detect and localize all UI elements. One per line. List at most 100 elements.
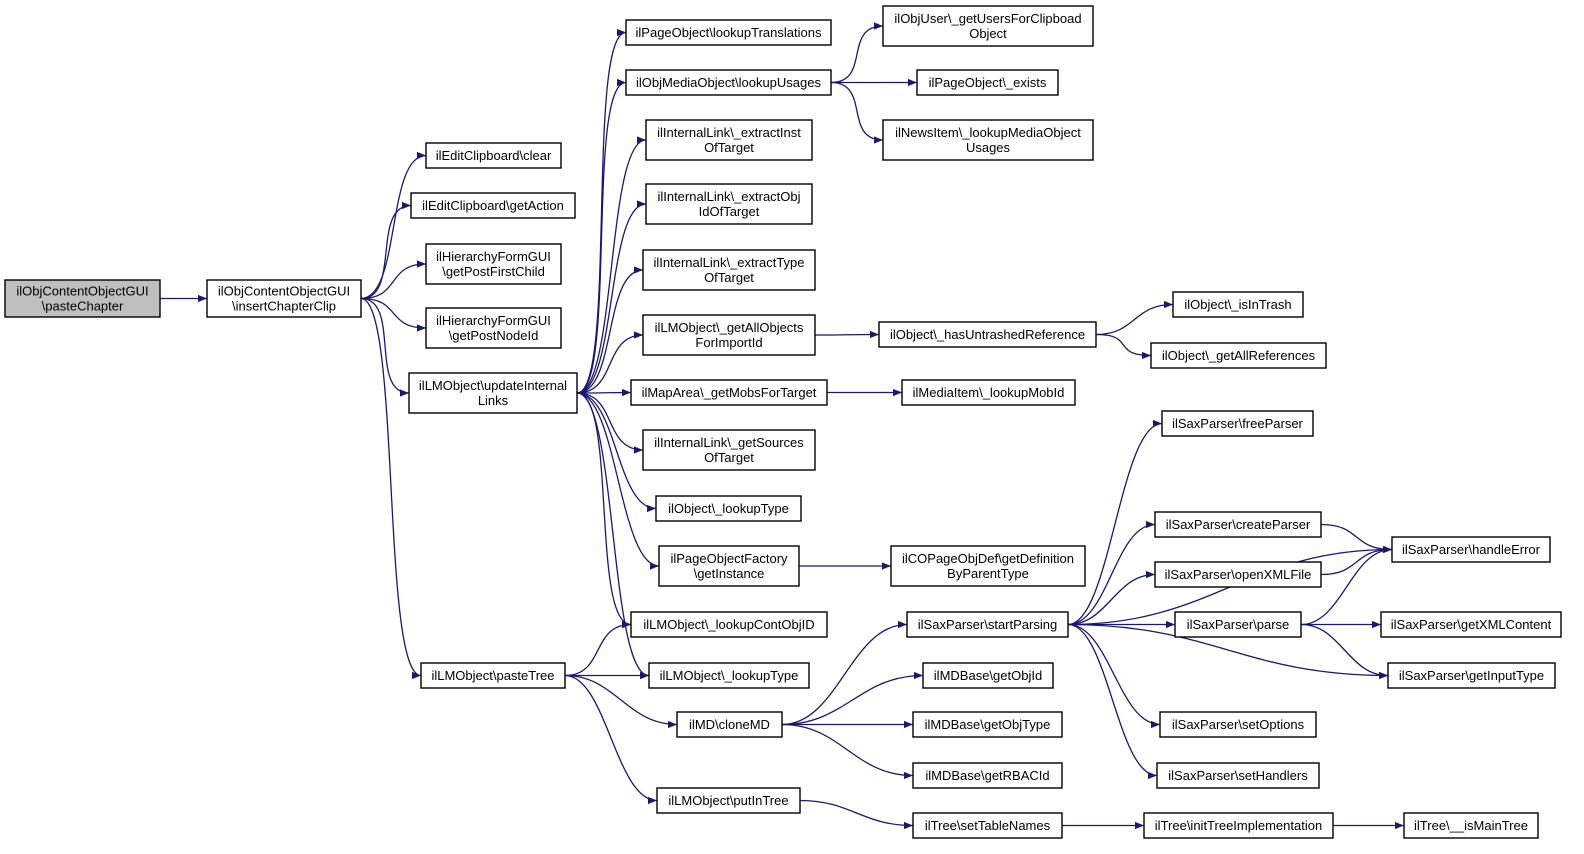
node-box <box>912 711 1063 738</box>
node-label: ilInternalLink\_extractObj <box>657 189 800 204</box>
node-label: ilObject\_lookupType <box>668 501 789 516</box>
node-box <box>645 119 813 161</box>
edge-n8-n19 <box>564 620 632 677</box>
edge-n7-n15 <box>576 388 632 397</box>
node-box <box>916 69 1059 96</box>
node-n43[interactable]: ilSaxParser\handleError <box>1391 536 1551 563</box>
node-n42[interactable]: ilTree\initTreeImplementation <box>1143 812 1334 839</box>
node-label: ilMDBase\getObjType <box>925 717 1051 732</box>
node-box <box>1161 410 1314 437</box>
node-n41[interactable]: ilSaxParser\setHandlers <box>1156 762 1320 789</box>
node-n17[interactable]: ilObject\_lookupType <box>655 495 802 522</box>
node-box <box>410 192 576 219</box>
edge-n7-n17 <box>576 392 657 513</box>
node-n9[interactable]: ilPageObject\lookupTranslations <box>625 19 832 46</box>
node-box <box>425 307 562 349</box>
edge-n2-n3 <box>360 151 427 300</box>
node-box <box>912 762 1063 789</box>
node-label: ilPageObject\lookupTranslations <box>636 25 822 40</box>
node-n21[interactable]: ilMD\cloneMD <box>676 711 783 738</box>
node-box <box>1154 511 1322 538</box>
node-n31[interactable]: ilMDBase\getObjType <box>912 711 1063 738</box>
node-label: ilSaxParser\getInputType <box>1399 668 1544 683</box>
node-box <box>630 611 828 638</box>
node-box <box>206 279 362 318</box>
node-n30[interactable]: ilMDBase\getObjId <box>922 662 1054 689</box>
edge-n29-n37 <box>1067 520 1156 626</box>
node-n29[interactable]: ilSaxParser\startParsing <box>906 611 1069 638</box>
node-n46[interactable]: ilTree\__isMainTree <box>1403 812 1539 839</box>
node-label: ilSaxParser\freeParser <box>1172 416 1303 431</box>
node-n19[interactable]: ilLMObject\_lookupContObjID <box>630 611 828 638</box>
node-n4[interactable]: ilEditClipboard\getAction <box>410 192 576 219</box>
node-label: ilSaxParser\handleError <box>1402 542 1541 557</box>
edge-n21-n32 <box>781 723 914 780</box>
node-n20[interactable]: ilLMObject\_lookupType <box>648 662 810 689</box>
edge-n7-n9 <box>576 28 627 394</box>
edge-n29-n36 <box>1067 419 1163 626</box>
edge-n29-n41 <box>1067 623 1158 780</box>
node-box <box>1150 342 1327 369</box>
node-n45[interactable]: ilSaxParser\getInputType <box>1387 662 1556 689</box>
node-label: Object <box>969 26 1007 41</box>
node-label: ilObject\_hasUntrashedReference <box>890 327 1085 342</box>
node-n1[interactable]: ilObjContentObjectGUI\pasteChapter <box>4 279 161 318</box>
node-n15[interactable]: ilMapArea\_getMobsForTarget <box>630 379 828 406</box>
edge-n26-n35 <box>1095 333 1152 360</box>
node-n18[interactable]: ilPageObjectFactory\getInstance <box>658 545 800 587</box>
node-n36[interactable]: ilSaxParser\freeParser <box>1161 410 1314 437</box>
node-n40[interactable]: ilSaxParser\setOptions <box>1159 711 1317 738</box>
node-label: Links <box>478 393 509 408</box>
node-n10[interactable]: ilObjMediaObject\lookupUsages <box>625 69 832 96</box>
node-n38[interactable]: ilSaxParser\openXMLFile <box>1154 561 1322 588</box>
node-box <box>625 19 832 46</box>
node-n8[interactable]: ilLMObject\pasteTree <box>420 662 566 689</box>
node-box <box>648 662 810 689</box>
node-label: ilSaxParser\openXMLFile <box>1165 567 1312 582</box>
node-n2[interactable]: ilObjContentObjectGUI\insertChapterClip <box>206 279 362 318</box>
edge-n8-n22 <box>564 674 658 805</box>
edge-n2-n8 <box>360 297 422 680</box>
edge-n29-n40 <box>1067 623 1161 729</box>
node-n34[interactable]: ilObject\_isInTrash <box>1172 291 1304 318</box>
node-layer: ilObjContentObjectGUI\pasteChapter ilObjC… <box>4 5 1562 839</box>
node-n5[interactable]: ilHierarchyFormGUI\getPostFirstChild <box>425 243 562 285</box>
node-box <box>645 183 813 225</box>
edge-n2-n7 <box>360 297 410 397</box>
node-box <box>1387 662 1556 689</box>
edge-n7-n14 <box>576 331 644 394</box>
node-n24[interactable]: ilPageObject\_exists <box>916 69 1059 96</box>
node-box <box>642 429 816 471</box>
node-n39[interactable]: ilSaxParser\parse <box>1174 611 1302 638</box>
node-n6[interactable]: ilHierarchyFormGUI\getPostNodeId <box>425 307 562 349</box>
node-n32[interactable]: ilMDBase\getRBACId <box>912 762 1063 789</box>
node-label: ilCOPageObjDef\getDefinition <box>902 551 1074 566</box>
node-label: ilInternalLink\_extractInst <box>657 125 801 140</box>
node-n27[interactable]: ilMediaItem\_lookupMobId <box>901 379 1076 406</box>
node-n37[interactable]: ilSaxParser\createParser <box>1154 511 1322 538</box>
node-n22[interactable]: ilLMObject\putInTree <box>656 787 801 814</box>
node-label: ilLMObject\putInTree <box>668 793 788 808</box>
node-label: \insertChapterClip <box>232 299 336 314</box>
node-n35[interactable]: ilObject\_getAllReferences <box>1150 342 1327 369</box>
node-n3[interactable]: ilEditClipboard\clear <box>425 142 562 169</box>
node-label: ilMD\cloneMD <box>689 717 770 732</box>
node-n33[interactable]: ilTree\setTableNames <box>912 812 1063 839</box>
edge-n37-n43 <box>1320 523 1393 554</box>
node-box <box>4 279 161 318</box>
node-n26[interactable]: ilObject\_hasUntrashedReference <box>878 321 1097 348</box>
edge-n22-n33 <box>799 799 914 830</box>
node-n44[interactable]: ilSaxParser\getXMLContent <box>1380 611 1562 638</box>
node-label: ilObjContentObjectGUI <box>218 284 350 299</box>
node-box <box>1391 536 1551 563</box>
node-box <box>642 249 816 291</box>
